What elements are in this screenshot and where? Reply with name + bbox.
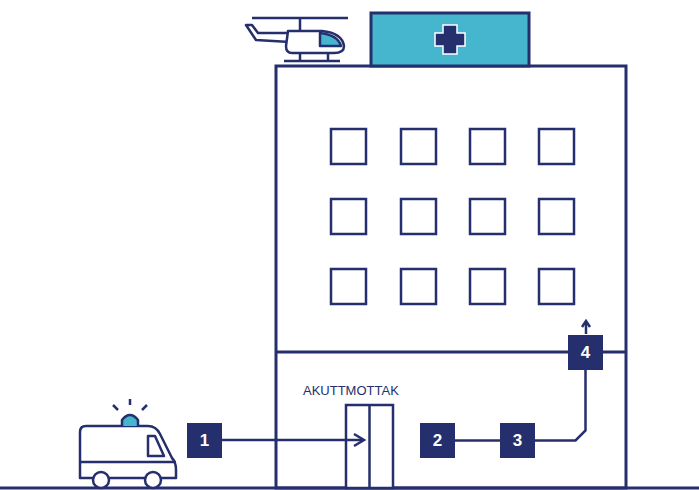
ambulance-stripe [80, 461, 176, 464]
tail [246, 25, 290, 42]
wheel [93, 472, 109, 488]
ambulance-window [148, 436, 164, 456]
window [539, 129, 574, 164]
window [470, 199, 505, 234]
cross-symbol [435, 25, 465, 54]
callout-number: 4 [568, 335, 603, 370]
callout-text: 3 [513, 432, 522, 449]
building-outline [276, 66, 626, 488]
siren-ray [142, 405, 147, 410]
window [401, 269, 436, 304]
entry-arrowhead [354, 434, 364, 446]
ambulance-body [80, 426, 176, 478]
hospital-building [276, 66, 626, 488]
window [401, 199, 436, 234]
entry-arrow-line [222, 439, 362, 442]
siren-light [122, 415, 138, 426]
cockpit-window [320, 33, 341, 46]
callout-number: 1 [187, 423, 222, 458]
callout-text: 4 [581, 344, 590, 361]
flow-connector [535, 370, 586, 441]
wheel [145, 472, 161, 488]
entrance-label: AKUTTMOTTAK [303, 384, 399, 397]
window [470, 269, 505, 304]
door-frame [346, 405, 393, 488]
exit-arrowhead [582, 321, 590, 327]
skid [284, 60, 340, 63]
window [539, 269, 574, 304]
hospital-sign [371, 13, 529, 66]
skid-leg [299, 53, 302, 60]
sign-box [371, 13, 529, 66]
callout-number: 2 [420, 423, 455, 458]
window [539, 199, 574, 234]
callout-text: 1 [200, 432, 209, 449]
callout-text: 2 [433, 432, 442, 449]
windows [331, 129, 574, 304]
window [401, 129, 436, 164]
window [331, 199, 366, 234]
siren-ray [113, 405, 118, 410]
ambulance [80, 399, 176, 488]
flow-connector [455, 439, 500, 442]
skid-leg [327, 53, 330, 60]
door-split [368, 405, 371, 488]
siren-ray [129, 399, 132, 405]
window [470, 129, 505, 164]
window [331, 269, 366, 304]
callout-number: 3 [500, 423, 535, 458]
cabin [286, 31, 344, 53]
helicopter [246, 18, 348, 61]
window [331, 129, 366, 164]
rotor-mast [299, 18, 302, 30]
entrance-door [346, 405, 393, 488]
